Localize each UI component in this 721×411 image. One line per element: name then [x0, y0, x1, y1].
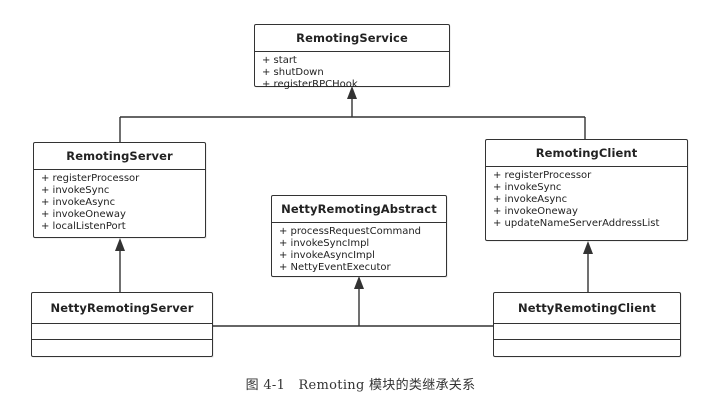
method-list: + registerProcessor + invokeSync + invok…: [34, 170, 205, 233]
class-name: NettyRemotingClient: [494, 293, 680, 324]
class-remoting-service: RemotingService + start + shutDown + reg…: [254, 24, 450, 90]
method-item: + invokeAsync: [41, 197, 116, 208]
arrowhead-to-service: [347, 86, 357, 99]
operation-section: [494, 340, 680, 354]
class-remoting-server: RemotingServer + registerProcessor + inv…: [33, 142, 206, 238]
figure-caption: 图 4-1 Remoting 模块的类继承关系: [245, 378, 476, 393]
method-item: + invokeAsyncImpl: [279, 250, 375, 261]
method-list: + processRequestCommand + invokeSyncImpl…: [272, 223, 446, 274]
method-item: + invokeSync: [493, 182, 562, 193]
class-netty-remoting-client: NettyRemotingClient: [493, 292, 681, 357]
method-item: + start: [262, 55, 297, 66]
method-item: + invokeSyncImpl: [279, 238, 370, 249]
attribute-section: [32, 324, 212, 340]
class-name: NettyRemotingServer: [32, 293, 212, 324]
method-item: + registerRPCHook: [262, 79, 358, 90]
method-item: + NettyEventExecutor: [279, 262, 391, 273]
method-item: + invokeOneway: [41, 209, 126, 220]
method-item: + updateNameServerAddressList: [493, 218, 660, 229]
arrowhead-to-client: [583, 241, 593, 254]
method-item: + invokeAsync: [493, 194, 568, 205]
class-remoting-client: RemotingClient + registerProcessor + inv…: [485, 139, 688, 241]
method-item: + processRequestCommand: [279, 226, 422, 237]
arrowhead-to-abstract: [354, 276, 364, 289]
method-list: + registerProcessor + invokeSync + invok…: [486, 167, 687, 230]
method-item: + localListenPort: [41, 221, 126, 232]
class-netty-remoting-server: NettyRemotingServer: [31, 292, 213, 357]
operation-section: [32, 340, 212, 354]
arrowhead-to-server: [115, 238, 125, 251]
method-item: + registerProcessor: [41, 173, 140, 184]
method-list: + start + shutDown + registerRPCHook: [255, 52, 449, 91]
attribute-section: [494, 324, 680, 340]
class-name: RemotingService: [255, 25, 449, 52]
class-name: RemotingServer: [34, 143, 205, 170]
class-name: NettyRemotingAbstract: [272, 196, 446, 223]
class-netty-remoting-abstract: NettyRemotingAbstract + processRequestCo…: [271, 195, 447, 277]
method-item: + shutDown: [262, 67, 324, 78]
method-item: + invokeOneway: [493, 206, 578, 217]
class-name: RemotingClient: [486, 140, 687, 167]
method-item: + invokeSync: [41, 185, 110, 196]
method-item: + registerProcessor: [493, 170, 592, 181]
